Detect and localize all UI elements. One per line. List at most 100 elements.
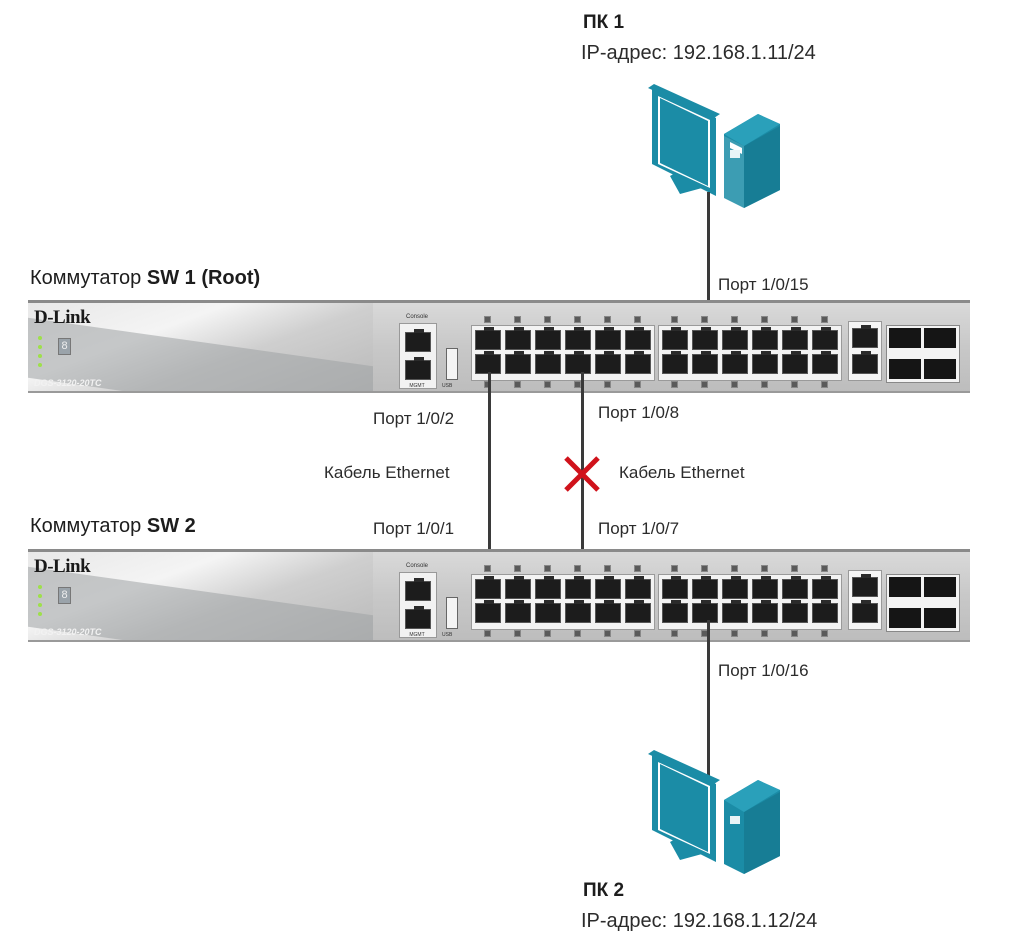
rj45-port[interactable]	[692, 351, 718, 374]
port-number-tag	[544, 565, 551, 572]
sw1-sfp-ports[interactable]	[886, 325, 960, 383]
sw1-model: DGS-3120-20TC	[34, 378, 102, 388]
rj45-port[interactable]	[722, 600, 748, 623]
switch-sw2[interactable]: D-Link 8 DGS-3120-20TC Console MGMT USB	[28, 549, 970, 642]
rj45-port[interactable]	[595, 600, 621, 623]
sw1-usb-label: USB	[442, 383, 453, 389]
rj45-port[interactable]	[692, 600, 718, 623]
pc2-desktop-computer-icon[interactable]	[648, 750, 788, 880]
sw2-console-ports[interactable]	[399, 572, 437, 638]
port-number-tag	[761, 381, 768, 388]
rj45-port[interactable]	[535, 600, 561, 623]
port-number-tag	[514, 565, 521, 572]
rj45-port[interactable]	[505, 351, 531, 374]
rj45-port[interactable]	[692, 576, 718, 599]
rj45-port[interactable]	[505, 600, 531, 623]
rj45-port[interactable]	[595, 351, 621, 374]
rj45-port[interactable]	[535, 351, 561, 374]
rj45-port[interactable]	[662, 576, 688, 599]
rj45-port[interactable]	[662, 600, 688, 623]
port-number-tag	[514, 381, 521, 388]
cable-label-link-a: Кабель Ethernet	[324, 463, 450, 482]
rj45-port[interactable]	[565, 327, 591, 350]
sw2-ports-1-12	[471, 574, 655, 630]
port-number-tag	[701, 316, 708, 323]
cable-label-link-b: Кабель Ethernet	[619, 463, 745, 482]
port-number-tag	[821, 381, 828, 388]
rj45-port[interactable]	[812, 327, 838, 350]
rj45-port[interactable]	[505, 327, 531, 350]
sw2-brand-logo: D-Link	[34, 556, 91, 577]
rj45-port[interactable]	[595, 576, 621, 599]
rj45-port[interactable]	[752, 327, 778, 350]
port-number-tag	[514, 630, 521, 637]
rj45-port[interactable]	[475, 600, 501, 623]
sw2-unit-display: 8	[58, 587, 71, 604]
pc1-name: ПК 1	[583, 12, 625, 33]
sw1-title: Коммутатор SW 1 (Root)	[30, 267, 260, 290]
sw2-title: Коммутатор SW 2	[30, 515, 196, 538]
sw1-title-prefix: Коммутатор	[30, 267, 147, 289]
pc1-desktop-computer-icon[interactable]	[648, 84, 788, 214]
port-number-tag	[791, 630, 798, 637]
rj45-port[interactable]	[662, 327, 688, 350]
rj45-port[interactable]	[812, 576, 838, 599]
port-number-tag	[671, 316, 678, 323]
rj45-port[interactable]	[782, 576, 808, 599]
rj45-port[interactable]	[812, 351, 838, 374]
port-number-tag	[544, 630, 551, 637]
sw1-combo-ports[interactable]	[848, 321, 882, 381]
rj45-port[interactable]	[535, 327, 561, 350]
rj45-port[interactable]	[625, 576, 651, 599]
port-number-tag	[544, 316, 551, 323]
port-number-tag	[821, 316, 828, 323]
sw2-sfp-ports[interactable]	[886, 574, 960, 632]
rj45-port[interactable]	[625, 600, 651, 623]
port-number-tag	[484, 565, 491, 572]
switch-sw1[interactable]: D-Link 8 DGS-3120-20TC Console MGMT USB	[28, 300, 970, 393]
rj45-port[interactable]	[782, 327, 808, 350]
rj45-port[interactable]	[722, 576, 748, 599]
rj45-port[interactable]	[475, 327, 501, 350]
rj45-port[interactable]	[692, 327, 718, 350]
sw1-console-label: Console	[405, 314, 428, 320]
port-number-tag	[634, 381, 641, 388]
rj45-port[interactable]	[565, 600, 591, 623]
sw1-status-leds	[38, 335, 45, 371]
sw1-front-panel: D-Link 8 DGS-3120-20TC	[28, 303, 373, 391]
rj45-port[interactable]	[812, 600, 838, 623]
rj45-port[interactable]	[475, 351, 501, 374]
port-number-tag	[761, 630, 768, 637]
sw2-title-name: SW 2	[146, 515, 196, 537]
cable-sw2-pc2	[707, 620, 710, 776]
sw2-port-label-link-b: Порт 1/0/7	[598, 519, 680, 538]
sw2-front-panel: D-Link 8 DGS-3120-20TC	[28, 552, 373, 640]
rj45-port[interactable]	[475, 576, 501, 599]
sw2-combo-ports[interactable]	[848, 570, 882, 630]
rj45-port[interactable]	[752, 576, 778, 599]
rj45-port[interactable]	[662, 351, 688, 374]
rj45-port[interactable]	[625, 327, 651, 350]
rj45-port[interactable]	[722, 351, 748, 374]
port-number-tag	[574, 316, 581, 323]
rj45-port[interactable]	[722, 327, 748, 350]
port-number-tag	[484, 630, 491, 637]
rj45-port[interactable]	[782, 600, 808, 623]
sw1-usb-port[interactable]	[446, 348, 458, 380]
rj45-port[interactable]	[505, 576, 531, 599]
rj45-port[interactable]	[782, 351, 808, 374]
rj45-port[interactable]	[752, 351, 778, 374]
rj45-port[interactable]	[565, 576, 591, 599]
port-number-tag	[791, 381, 798, 388]
rj45-port[interactable]	[565, 351, 591, 374]
port-number-tag	[791, 316, 798, 323]
rj45-port[interactable]	[625, 351, 651, 374]
sw2-port-label-pc2: Порт 1/0/16	[718, 661, 809, 680]
rj45-port[interactable]	[535, 576, 561, 599]
port-number-tag	[604, 316, 611, 323]
sw2-usb-port[interactable]	[446, 597, 458, 629]
rj45-port[interactable]	[752, 600, 778, 623]
sw1-console-ports[interactable]	[399, 323, 437, 389]
rj45-port[interactable]	[595, 327, 621, 350]
port-number-tag	[604, 630, 611, 637]
